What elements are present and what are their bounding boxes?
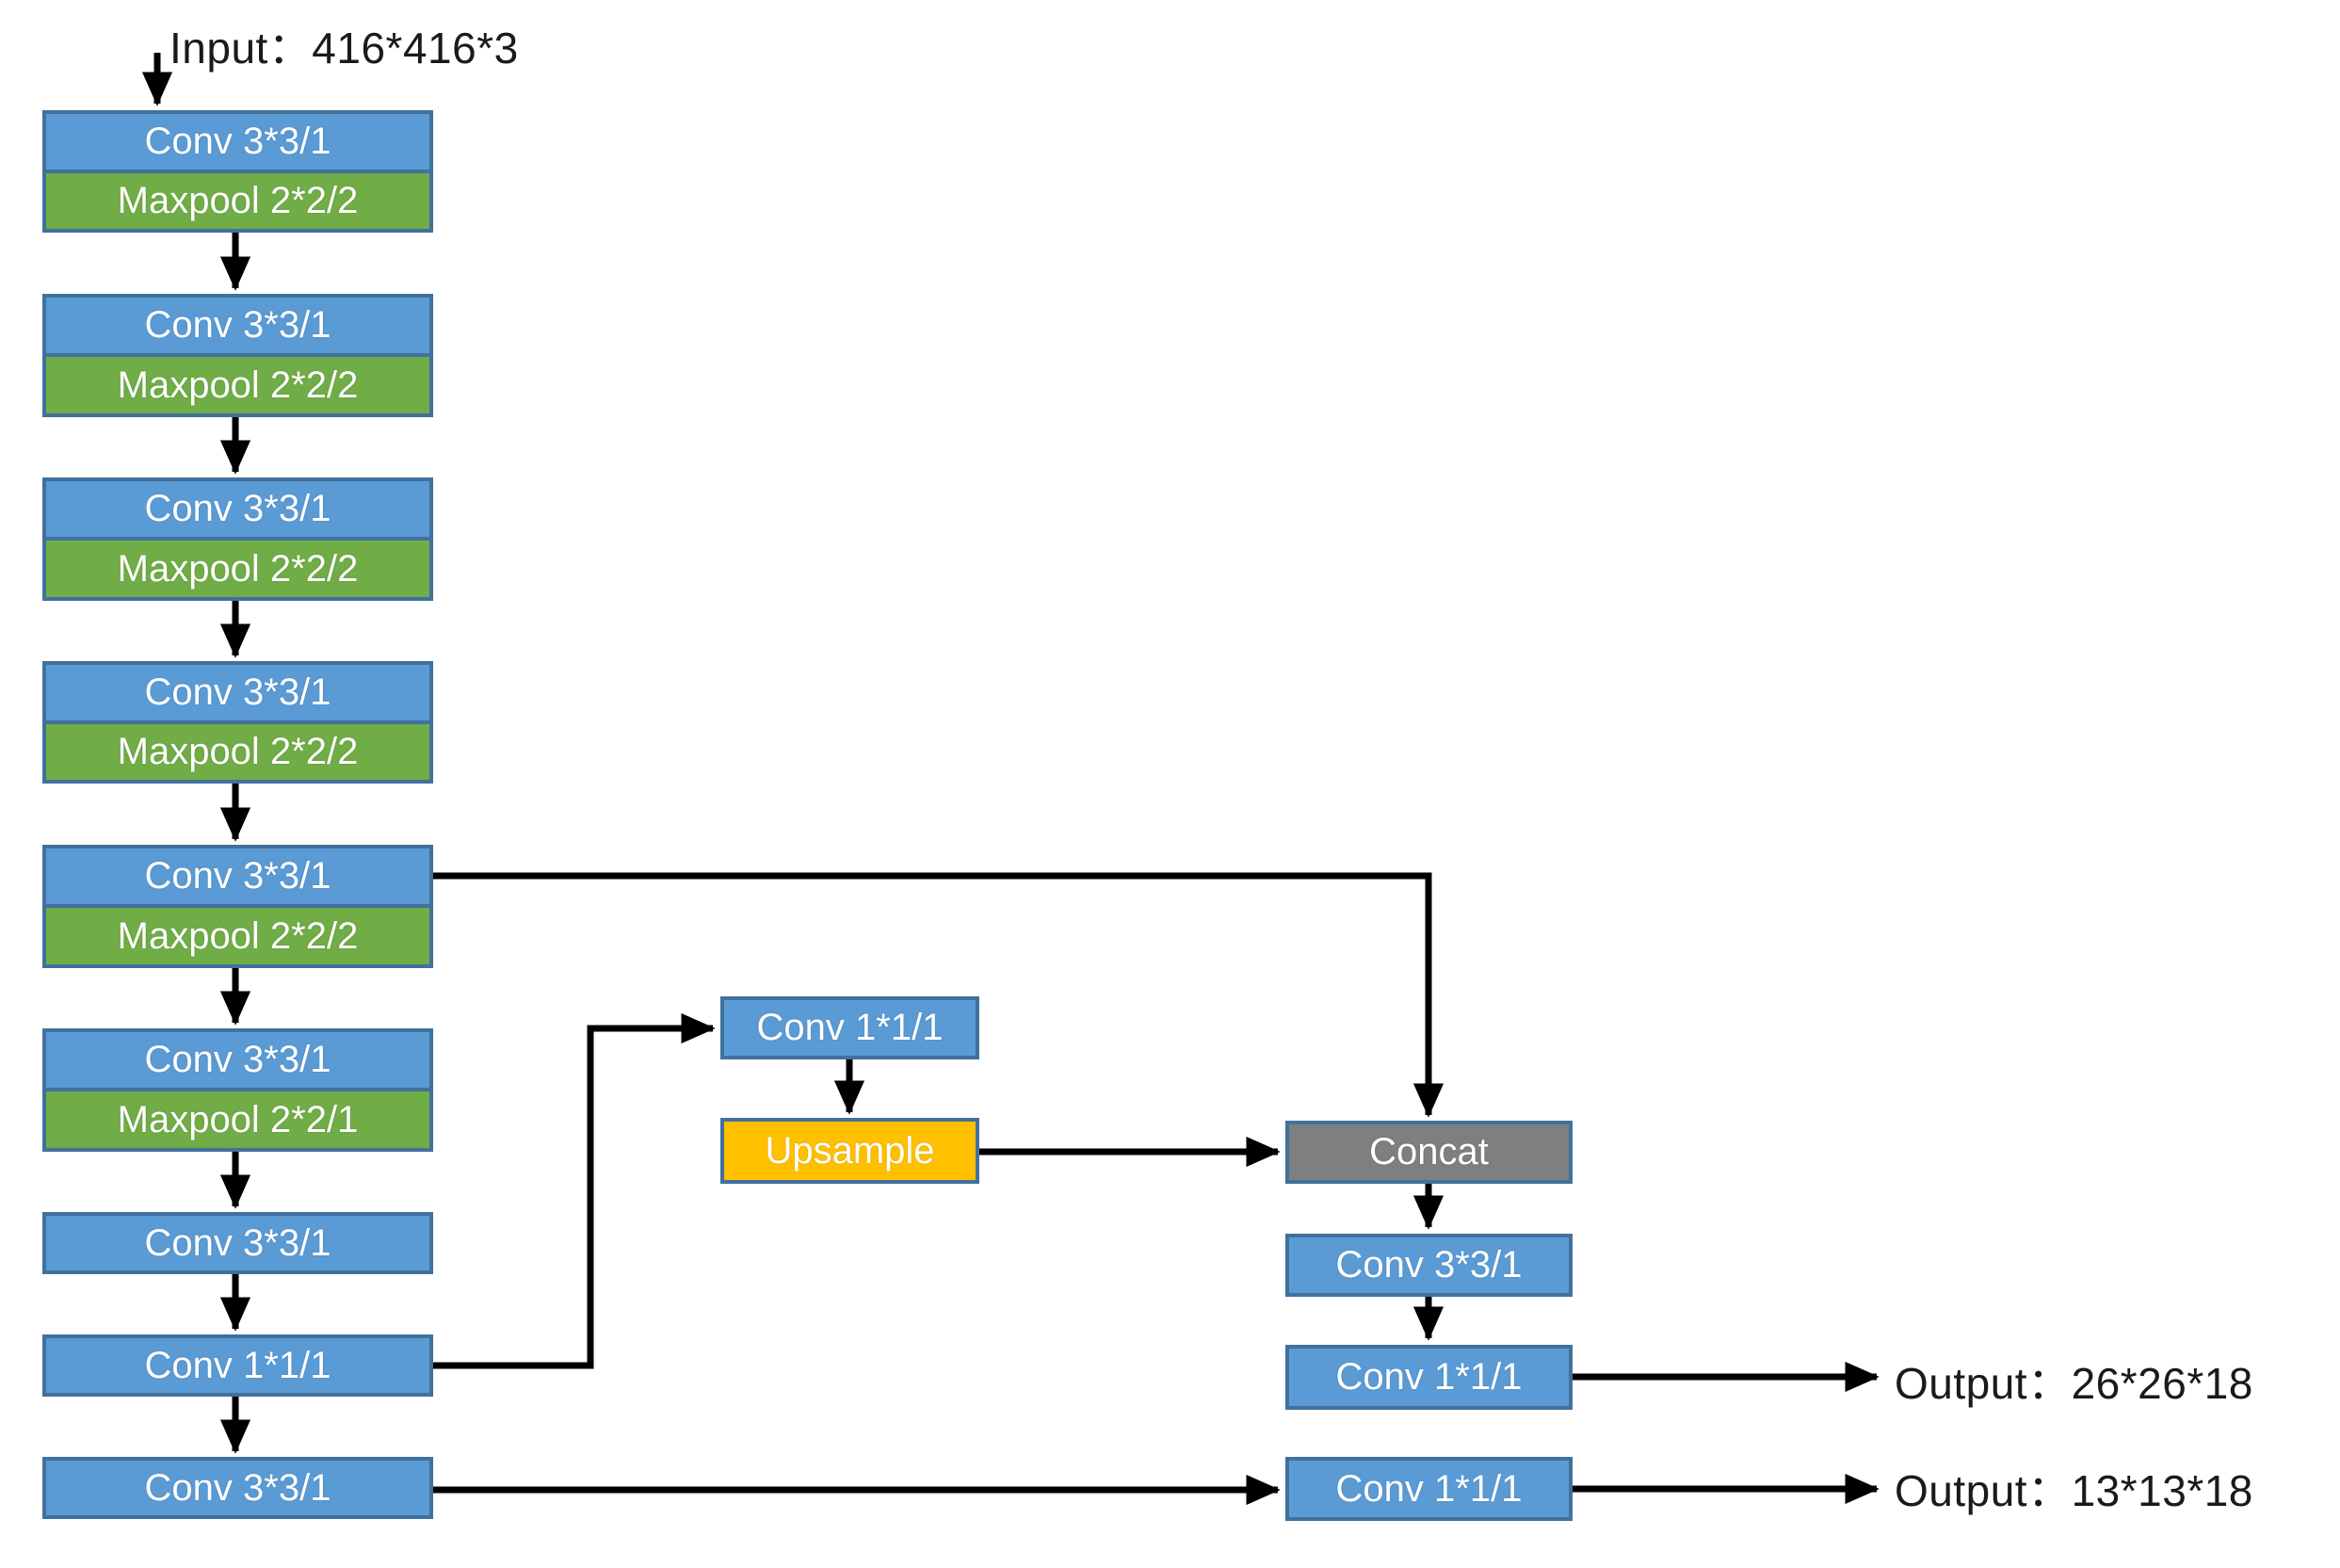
output-13x13-label: Output：13*13*18 xyxy=(1895,1466,2253,1515)
b5-conv-block: Conv 3*3/1 xyxy=(42,845,433,906)
upsample-block: Upsample xyxy=(720,1118,979,1184)
conv7-3x3-block: Conv 3*3/1 xyxy=(42,1212,433,1274)
concat-conv-3x3-block: Conv 3*3/1 xyxy=(1285,1234,1573,1297)
concat-block: Concat xyxy=(1285,1121,1573,1184)
edge-conv8-to-branch xyxy=(433,1012,716,1369)
b4-conv-block: Conv 3*3/1 xyxy=(42,661,433,722)
b6-maxpool-block: Maxpool 2*2/1 xyxy=(42,1090,433,1152)
input-dimension-label: Input：416*416*3 xyxy=(169,24,519,73)
branch-conv-1x1-block: Conv 1*1/1 xyxy=(720,996,979,1059)
b1-maxpool-block: Maxpool 2*2/2 xyxy=(42,171,433,233)
output-26x26-label: Output：26*26*18 xyxy=(1895,1359,2253,1408)
edge-skip-to-concat xyxy=(433,872,1444,1118)
b5-maxpool-block: Maxpool 2*2/2 xyxy=(42,906,433,968)
b2-conv-block: Conv 3*3/1 xyxy=(42,294,433,355)
b2-maxpool-block: Maxpool 2*2/2 xyxy=(42,355,433,417)
out13-conv-1x1-block: Conv 1*1/1 xyxy=(1285,1457,1573,1521)
out26-conv-1x1-block: Conv 1*1/1 xyxy=(1285,1345,1573,1410)
b3-maxpool-block: Maxpool 2*2/2 xyxy=(42,539,433,601)
b4-maxpool-block: Maxpool 2*2/2 xyxy=(42,722,433,784)
conv9-3x3-block: Conv 3*3/1 xyxy=(42,1457,433,1519)
b1-conv-block: Conv 3*3/1 xyxy=(42,110,433,171)
b3-conv-block: Conv 3*3/1 xyxy=(42,477,433,539)
b6-conv-block: Conv 3*3/1 xyxy=(42,1028,433,1090)
conv8-1x1-block: Conv 1*1/1 xyxy=(42,1334,433,1397)
